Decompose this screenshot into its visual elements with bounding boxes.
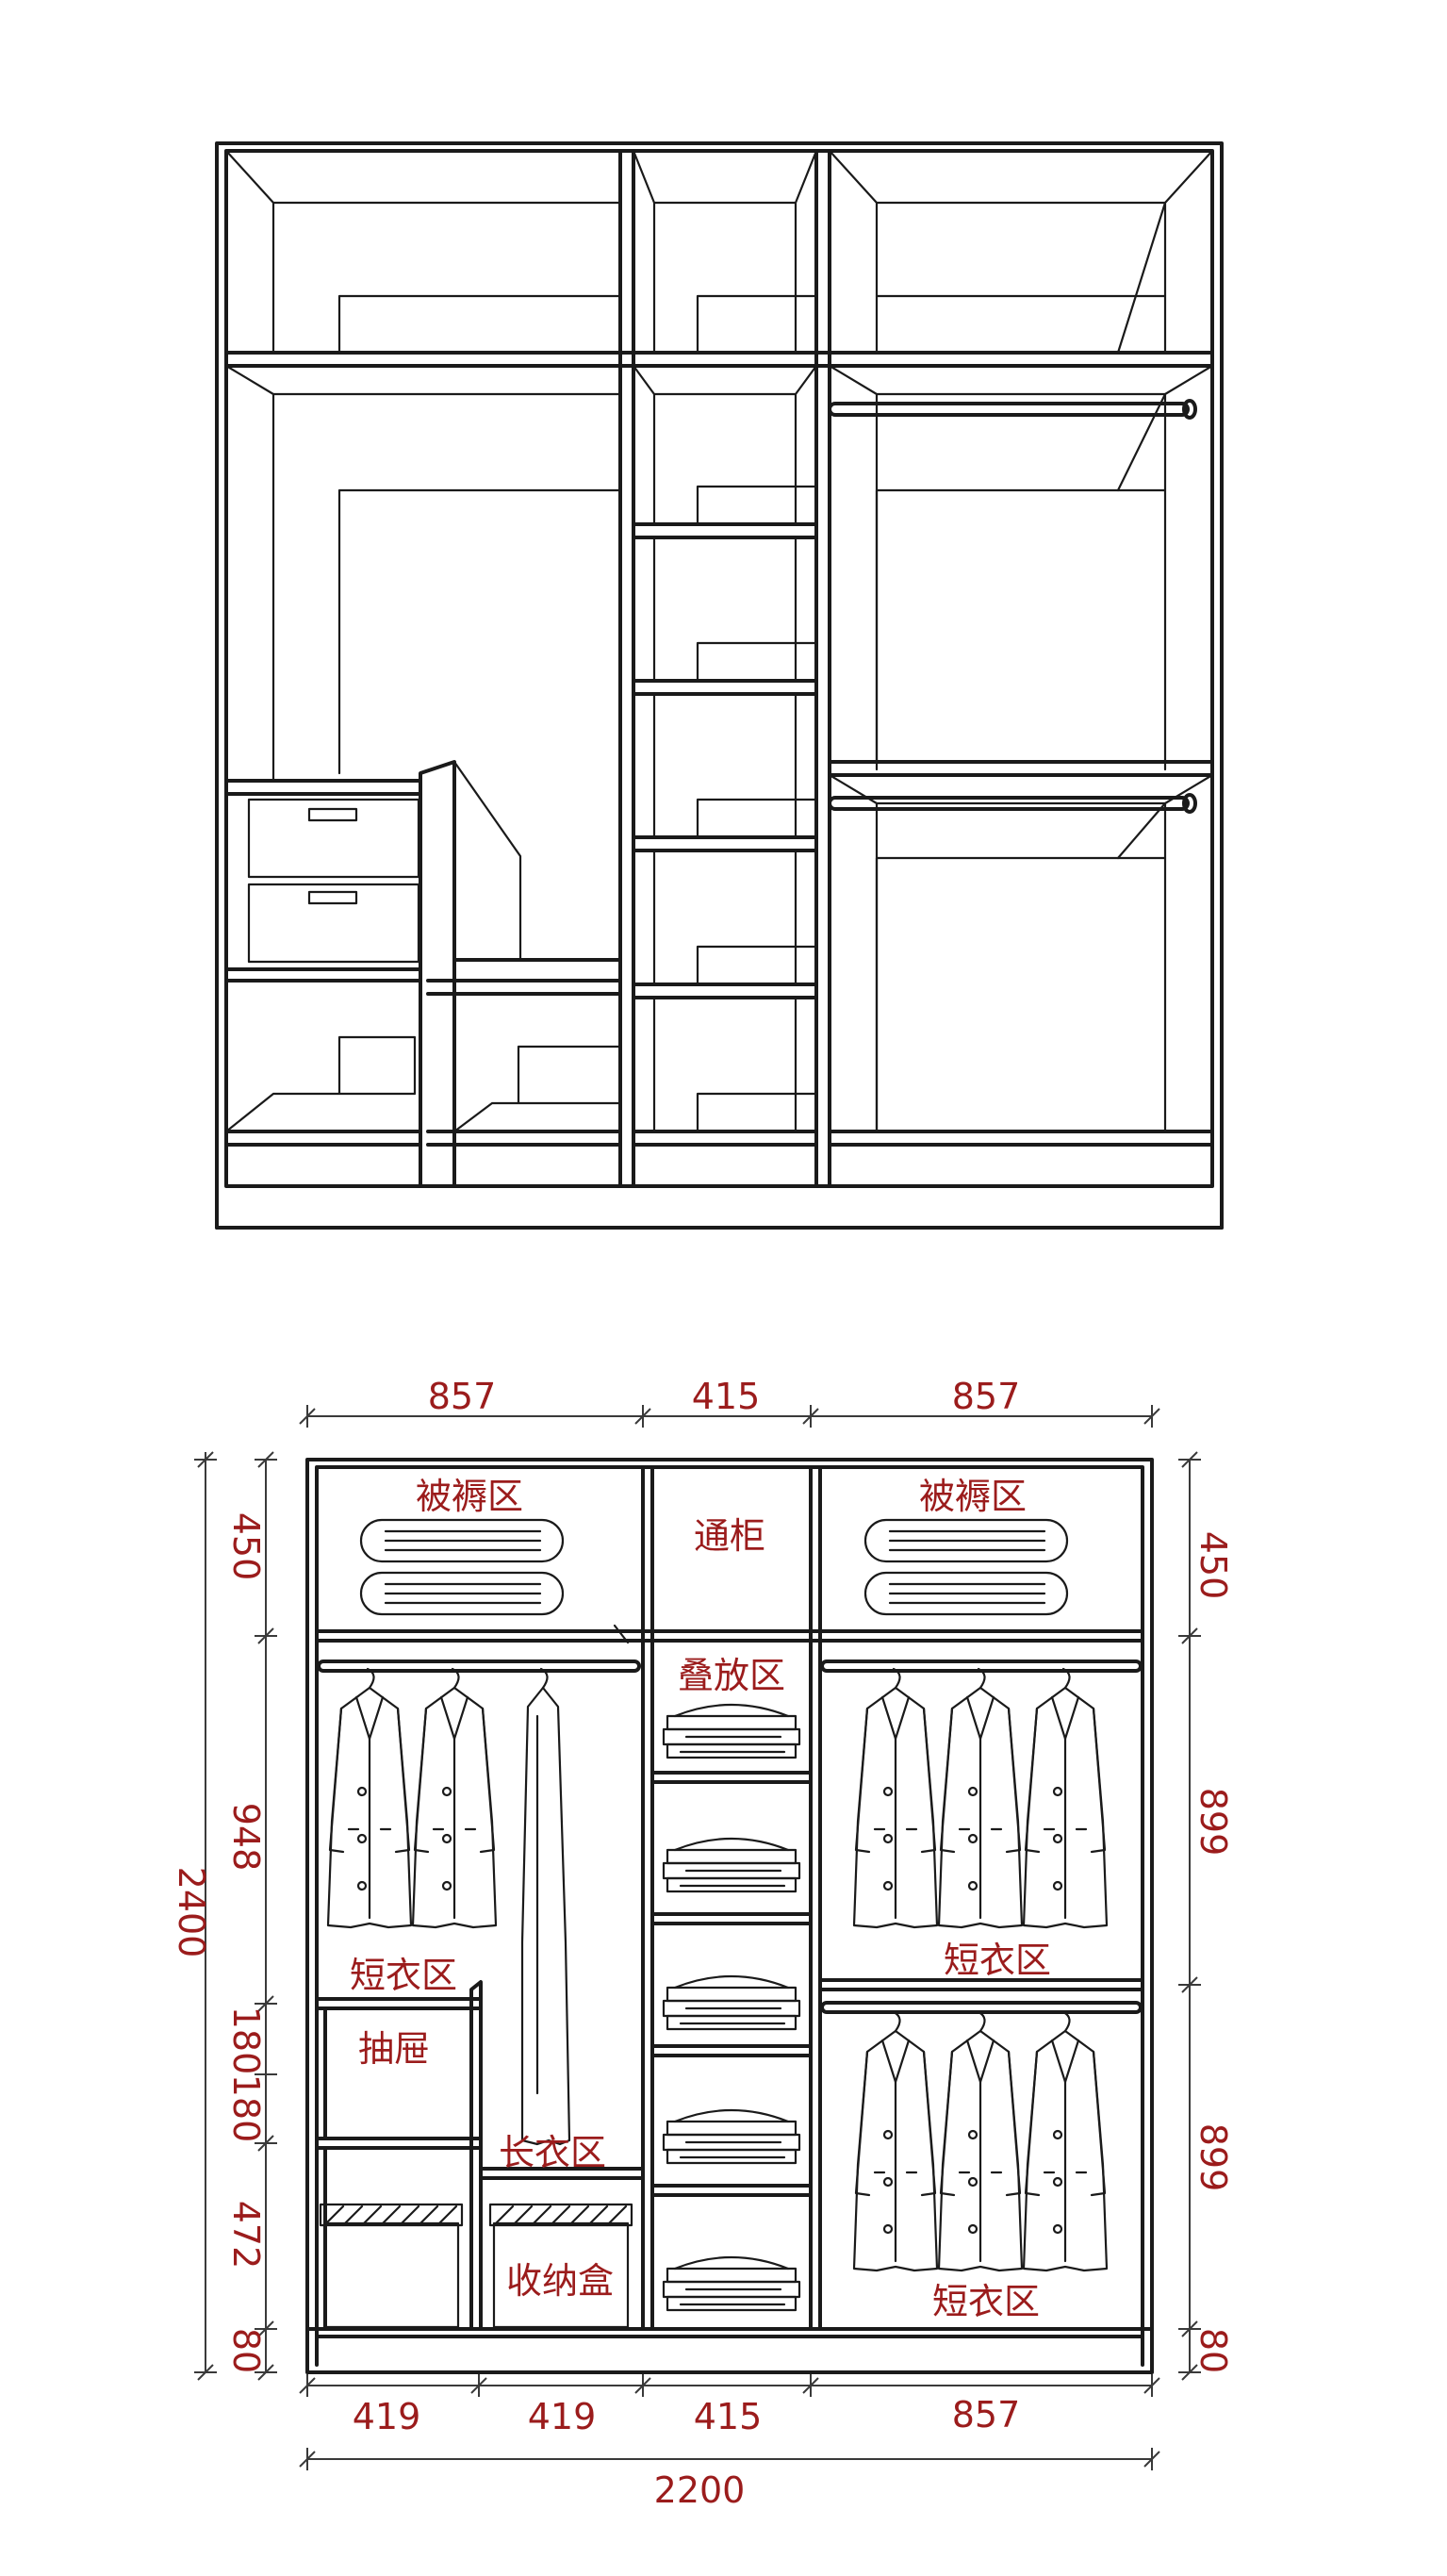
total-height: 2400 [171,1867,212,1958]
zone-short-right-lower: 短衣区 [932,2281,1040,2322]
zone-short-left: 短衣区 [350,1955,457,1996]
zone-short-right-upper: 短衣区 [944,1940,1051,1981]
zone-through-cabinet: 通柜 [694,1515,765,1557]
left-height-1: 450 [225,1512,267,1581]
top-width-2: 415 [692,1376,761,1417]
top-width-3: 857 [952,1376,1021,1417]
top-width-1: 857 [428,1376,497,1417]
wardrobe-elevation [305,1458,1154,2374]
bottom-width-2: 419 [528,2396,597,2437]
left-height-5: 472 [225,2201,267,2270]
right-height-1: 450 [1192,1531,1234,1600]
right-height-4: 80 [1192,2328,1234,2373]
zone-bedding-right: 被褥区 [919,1476,1027,1517]
wardrobe-perspective-drawing [215,141,1224,1230]
left-height-4: 180 [225,2074,267,2143]
bottom-width-1: 419 [353,2396,421,2437]
zone-drawer: 抽屉 [358,2028,430,2070]
zone-bedding-left: 被褥区 [416,1476,523,1517]
right-height-3: 899 [1192,2123,1234,2192]
dimension-labels: 857 415 857 419 419 415 857 2200 2400 45… [171,1376,1234,2511]
left-height-2: 948 [225,1803,267,1872]
zone-folding: 叠放区 [678,1655,785,1696]
dimension-lines [194,1405,1201,2470]
left-height-6: 80 [225,2328,267,2373]
right-height-2: 899 [1192,1788,1234,1857]
zone-storage-box: 收纳盒 [506,2260,614,2302]
middle-column-shelves [632,522,818,1147]
bottom-width-3: 415 [694,2396,763,2437]
zone-long: 长衣区 [499,2132,606,2173]
bottom-width-4: 857 [952,2394,1021,2436]
left-height-3: 180 [225,2006,267,2075]
zone-labels: 被褥区 通柜 被褥区 叠放区 短衣区 抽屉 长衣区 收纳盒 短衣区 短衣区 [350,1476,1051,2322]
total-width: 2200 [654,2469,746,2511]
